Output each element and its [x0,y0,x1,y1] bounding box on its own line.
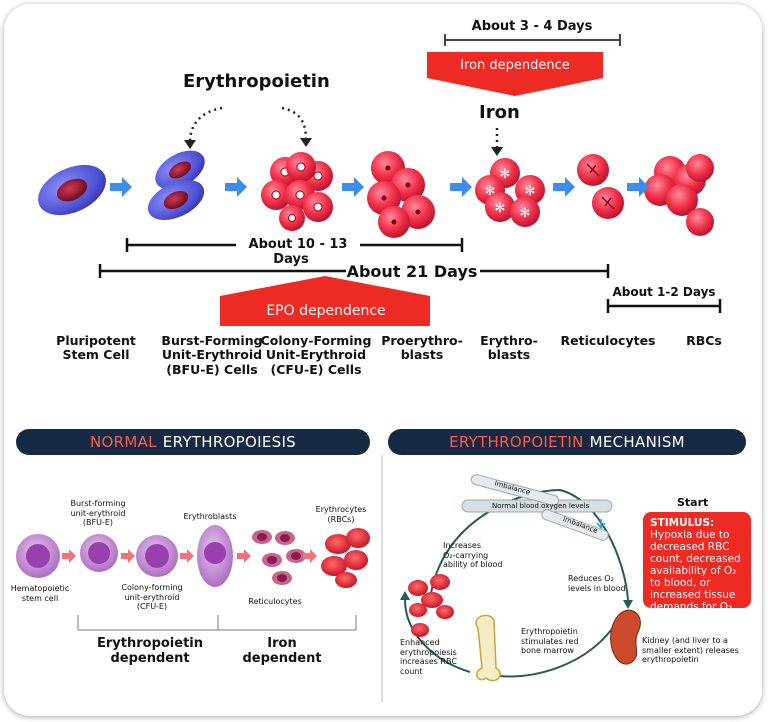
mechanism-cycle [400,474,641,682]
svg-text:✻: ✻ [520,206,531,221]
proerythroblasts [367,151,435,238]
stage-label-proerythroblasts: Proerythro-blasts [381,333,463,363]
cfu-e-cells [261,152,333,231]
svg-text:✻: ✻ [495,201,506,216]
iron-label: Iron [479,102,520,123]
erythroblasts-cells: ✻ ✻ ✻ ✻ ✻ [475,158,545,227]
stage-label-erythroblasts: Erythro-blasts [480,333,538,363]
svg-text:✻: ✻ [500,167,511,182]
about-10-13-days-line1: About 10 - 13 [248,237,348,252]
epo-arrowheads [184,138,503,156]
bfu-e-cells [147,150,205,220]
svg-text:✻: ✻ [485,184,496,199]
iron-dependence-label: Iron dependence [460,58,570,73]
dependence-brackets [77,615,357,631]
about-1-2-days: About 1-2 Days [612,285,716,299]
stimulus-box: STIMULUS: Hypoxia due to decreased RBC c… [643,512,751,613]
reticulocytes-label: Reticulocytes [248,597,302,606]
normal-levels-label: Normal blood oxygen levels [492,502,590,510]
erythroblasts-label: Erythroblasts [183,512,237,521]
epo-dependence-label: EPO dependence [266,303,386,319]
infographic-card [4,4,762,716]
bracket-3-4-days [444,34,621,46]
about-10-13-days-line2: Days [273,252,309,267]
erythropoietin-label: Erythropoietin [183,71,330,92]
stage-arrows [110,177,649,197]
svg-text:✻: ✻ [525,184,536,199]
epo-dotted-arrows [188,106,499,148]
timeline-brackets [98,238,722,313]
about-3-4-days: About 3 - 4 Days [471,19,593,34]
about-21-days: About 21 Days [346,262,478,281]
reticulocytes-cells [577,154,624,219]
erythrocytes-label: Erythrocytes(RBCs) [315,505,367,524]
stage-label-reticulocytes: Reticulocytes [560,333,656,348]
rbc-cells [644,154,714,236]
stage-label-rbcs: RBCs [686,333,722,348]
iron-dependence-arrow [427,52,603,96]
epo-dependence-arrow [220,276,430,326]
normal-cells [16,525,370,588]
start-label: Start [677,496,709,509]
pluripotent-stem-cell [38,164,106,216]
